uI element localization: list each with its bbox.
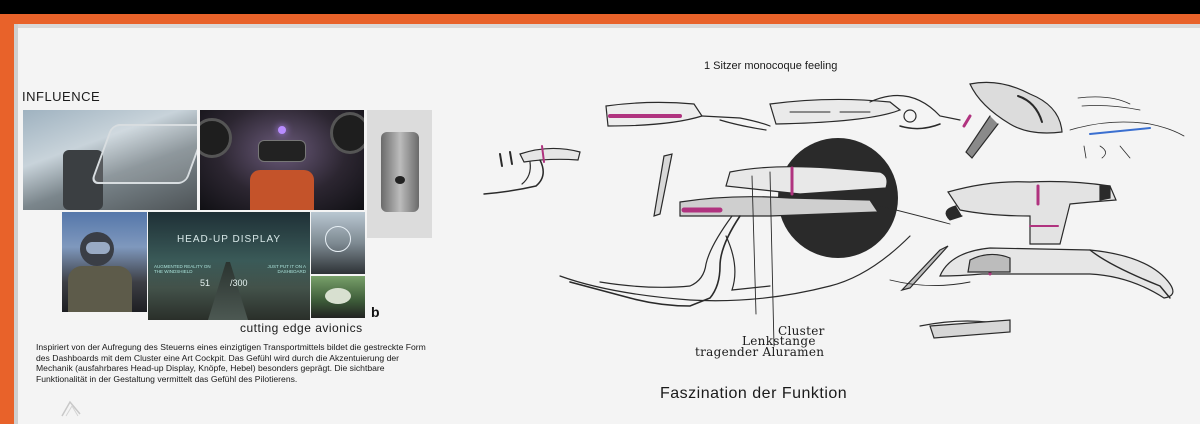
hud-speed: 51 [200,278,211,288]
left-frame-shadow [14,24,18,424]
top-black-bar [0,0,1200,14]
jet-cockpit-photo [23,110,197,210]
steering-wheel [258,140,306,162]
sketch-small-left [483,145,581,195]
page-top-shadow [18,24,1200,28]
pilot-suit [68,266,132,312]
hud-title: HEAD-UP DISPLAY [176,234,282,245]
avionics-caption: cutting edge avionics [240,321,363,335]
right-tire [330,112,364,154]
hud-view-photo [311,212,365,274]
jet-seat [63,150,103,210]
seat-sensor [395,176,405,184]
road [208,262,248,320]
cockpit-pod-photo [311,276,365,318]
hud-ring [325,226,351,252]
left-accent-frame [0,24,14,424]
influence-title: INFLUENCE [22,89,101,104]
footer-title: Faszination der Funktion [660,385,848,402]
monocoque-seat-photo [367,110,432,238]
cockpit-pod [325,288,351,304]
sketch-right-middle [945,180,1117,245]
sketch-top-2 [769,95,961,130]
cockpit-light [278,126,286,134]
badge-label: b [371,304,380,320]
sketch-top-1 [605,101,771,131]
sketch-top-3 [962,81,1063,159]
corner-watermark-icon [61,400,81,417]
pilot-visor [86,242,110,254]
jet-canopy [90,124,197,184]
cluster-label: Cluster [778,324,825,338]
driver [250,170,314,210]
hud-left-caption: AUGMENTED REALITY ON THE WINDSHIELD [154,264,211,274]
sketch-top-right [1069,96,1185,159]
pilot-photo [62,212,147,312]
lenkstange-label: Lenkstange [742,334,816,348]
description-text: Inspiriert von der Aufregung des Steuern… [36,342,426,384]
head-up-display-photo: HEAD-UP DISPLAY AUGMENTED REALITY ON THE… [148,212,310,320]
cockpit-sketches [483,81,1185,347]
sketch-title: 1 Sitzer monocoque feeling [704,60,838,72]
formula-cockpit-photo [200,110,364,210]
left-tire [200,118,232,158]
aluramen-label: tragender Aluramen [695,345,825,359]
hud-limit: /300 [230,278,248,288]
sketch-right-lower [889,245,1174,339]
top-accent-bar [0,14,1200,24]
seat-body [381,132,419,212]
sketch-main-dashboard [559,153,951,347]
hud-right-caption: JUST PUT IT ON A DASHBOARD [267,264,306,274]
